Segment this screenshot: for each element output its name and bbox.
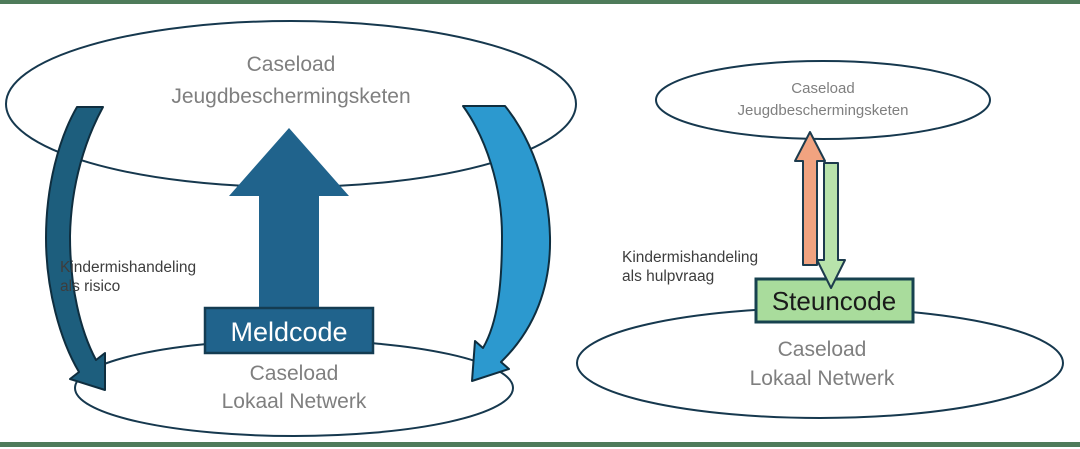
meldcode-box [203, 306, 375, 355]
left-bottom-ellipse-label-line1: Caseload [250, 362, 339, 385]
left-top-ellipse-label-line1: Caseload [247, 53, 336, 76]
left-side-label-line2: als risico [60, 278, 120, 295]
bottom-accent-bar [0, 442, 1080, 447]
steuncode-diagram: Caseload Jeugdbeschermingsketen Caseload… [576, 60, 1064, 419]
left-side-label-line1: Kindermishandeling [60, 259, 196, 276]
right-curved-down-arrow [462, 105, 552, 382]
orange-up-arrow [794, 131, 826, 266]
meldcode-diagram: Caseload Jeugdbeschermingsketen Meldcode… [5, 20, 577, 437]
right-bottom-ellipse-label-line1: Caseload [778, 338, 867, 361]
right-bottom-ellipse-label-line2: Lokaal Netwerk [750, 367, 895, 390]
left-curved-down-arrow [45, 106, 106, 391]
meldcode-box-label: Meldcode [230, 317, 347, 347]
right-top-ellipse [655, 60, 991, 140]
right-side-label-line2: als hulpvraag [622, 268, 714, 285]
right-bottom-ellipse [576, 307, 1064, 419]
right-top-ellipse-label-line1: Caseload [791, 80, 854, 97]
big-up-arrow [229, 128, 349, 318]
left-bottom-ellipse [74, 339, 514, 437]
right-side-label-line1: Kindermishandeling [622, 249, 758, 266]
top-accent-bar [0, 0, 1080, 4]
left-top-ellipse-label-line2: Jeugdbeschermingsketen [171, 85, 410, 108]
green-down-arrow [816, 162, 846, 289]
left-bottom-ellipse-label-line2: Lokaal Netwerk [222, 390, 367, 413]
right-top-ellipse-label-line2: Jeugdbeschermingsketen [738, 102, 909, 119]
steuncode-box-label: Steuncode [772, 286, 896, 316]
